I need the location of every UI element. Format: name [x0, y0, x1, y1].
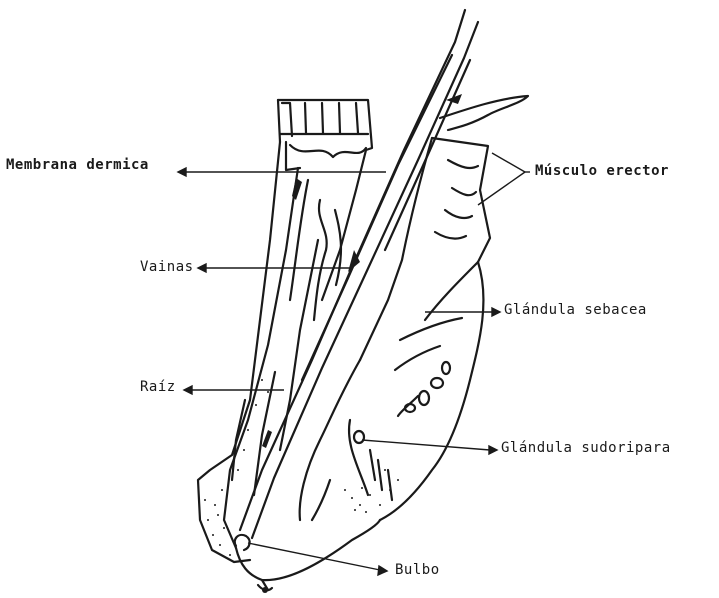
- leader-sudoripara: [362, 440, 497, 454]
- arrector-muscle: [360, 96, 528, 360]
- label-glandula-sudoripara: Glándula sudoripara: [501, 440, 671, 456]
- leader-bulbo: [248, 543, 387, 575]
- label-musculo-erector: Músculo erector: [535, 163, 669, 179]
- leader-membrana: [178, 168, 386, 176]
- sweat-gland: [300, 360, 392, 520]
- label-raiz: Raíz: [140, 379, 176, 395]
- leader-sebacea: [425, 308, 500, 316]
- leader-raiz: [184, 386, 284, 394]
- label-membrana-dermica: Membrana dermica: [6, 157, 149, 173]
- inner-sheath: [254, 180, 341, 495]
- label-glandula-sebacea: Glándula sebacea: [504, 302, 647, 318]
- sebaceous-gland: [354, 262, 483, 520]
- epidermis-block: [278, 100, 372, 300]
- follicle-outer-wall: [198, 142, 298, 562]
- leader-vainas: [198, 264, 350, 272]
- label-vainas: Vainas: [140, 259, 194, 275]
- hair-shaft: [240, 10, 478, 538]
- label-bulbo: Bulbo: [395, 562, 440, 578]
